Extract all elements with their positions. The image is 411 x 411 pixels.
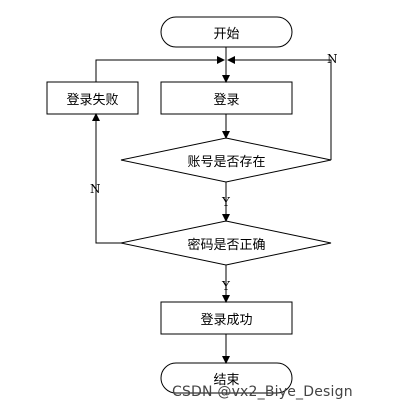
login-failed-label: 登录失败	[66, 92, 119, 108]
arrow-password-no	[92, 113, 121, 244]
account-exists-label: 账号是否存在	[187, 154, 266, 170]
login-success-box	[160, 301, 293, 335]
account-no-label: N	[327, 52, 338, 66]
password-yes-label: Y	[222, 279, 230, 293]
password-correct-label: 密码是否正确	[187, 237, 266, 253]
watermark: CSDN @vx2_Biye_Design	[172, 384, 353, 400]
start-label: 开始	[213, 26, 240, 42]
account-yes-label: Y	[222, 195, 230, 209]
end-label: 结束	[213, 372, 240, 388]
arrow-fail-to-login	[95, 56, 225, 82]
login-success-label: 登录成功	[200, 312, 253, 328]
login-box	[160, 81, 293, 115]
password-no-label: N	[90, 182, 101, 196]
arrow-account-no-loop	[227, 56, 332, 160]
login-failed-box	[46, 81, 139, 115]
login-label: 登录	[213, 92, 240, 108]
